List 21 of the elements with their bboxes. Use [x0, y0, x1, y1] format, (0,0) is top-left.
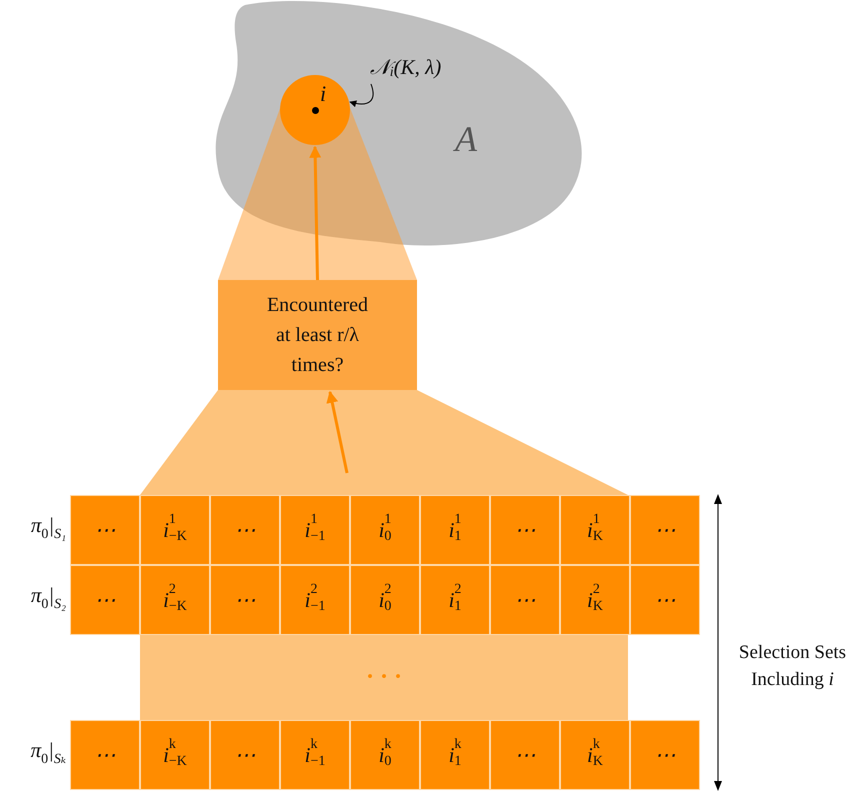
- sequence-cell: ⋯: [70, 495, 140, 565]
- region-label: A: [455, 118, 477, 160]
- neighborhood-label: 𝒩$_{i}$(K, λ): [353, 50, 458, 84]
- sequence-cell: ⋯: [490, 720, 560, 790]
- question-box: Encountered at least r/λ times?: [218, 280, 417, 390]
- sequence-cell: ⋯: [210, 565, 280, 635]
- sequence-cell: ⋯: [630, 565, 700, 635]
- leader-line: [349, 84, 374, 107]
- sequence-cell: ⋯: [630, 495, 700, 565]
- arrow: [326, 390, 348, 474]
- sequence-cell: ⋯: [490, 565, 560, 635]
- sequence-cell: ⋯: [70, 565, 140, 635]
- sequence-cell: ⋯: [70, 720, 140, 790]
- node-label: i: [320, 81, 326, 107]
- sequence-cell: ⋯: [210, 720, 280, 790]
- sequence-cell: ⋯: [210, 495, 280, 565]
- side-label: Selection Sets Including i: [738, 641, 848, 692]
- sequence-cell: ⋯: [630, 720, 700, 790]
- sequence-cell: ⋯: [490, 495, 560, 565]
- arrow: [309, 146, 322, 280]
- row-label: π$_{0}$|$_{Sₖ}$: [30, 738, 66, 763]
